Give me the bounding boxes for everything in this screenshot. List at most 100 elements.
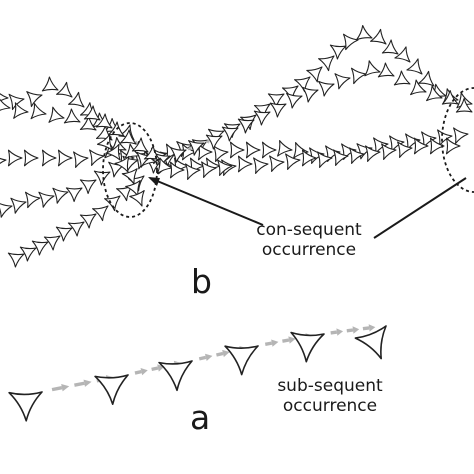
arrow-head <box>188 146 192 151</box>
three-pointed-star-icon <box>350 67 367 85</box>
three-pointed-star-icon <box>188 140 205 156</box>
arrow-head <box>222 349 230 358</box>
three-pointed-star-icon <box>79 213 97 229</box>
occurrence-ellipse-right <box>441 87 474 193</box>
three-pointed-star-icon <box>48 106 65 123</box>
three-pointed-star-icon <box>410 79 427 96</box>
three-pointed-star-icon <box>10 197 27 214</box>
three-pointed-star-icon <box>83 105 101 121</box>
three-pointed-star-icon <box>114 155 130 173</box>
three-pointed-star-icon <box>169 161 185 179</box>
subsequent-trajectory <box>8 324 387 422</box>
three-pointed-star-icon <box>253 103 271 119</box>
consequent-label-line1: con-sequent <box>256 220 362 240</box>
three-pointed-star-icon <box>217 159 233 176</box>
three-pointed-star-icon <box>38 191 55 208</box>
transition-arrow <box>330 330 338 335</box>
three-pointed-star-icon <box>377 62 395 78</box>
three-pointed-star-icon <box>306 66 323 83</box>
three-pointed-star-icon <box>365 145 381 162</box>
three-pointed-star-icon <box>302 86 319 103</box>
arrow-head <box>61 384 70 392</box>
three-pointed-star-icon <box>119 129 137 145</box>
three-pointed-star-icon <box>441 89 459 105</box>
three-pointed-star-icon <box>205 134 223 150</box>
consequent-label-line2: occurrence <box>261 240 357 260</box>
three-pointed-star-icon <box>79 179 97 195</box>
three-pointed-star-icon <box>30 102 47 120</box>
three-pointed-star-icon <box>8 93 25 111</box>
subsequent-label-line1: sub-sequent <box>277 376 383 396</box>
three-pointed-star-icon <box>68 91 85 108</box>
three-pointed-star-icon <box>318 55 335 72</box>
three-pointed-star-icon <box>94 374 129 405</box>
transition-arrow <box>264 341 273 346</box>
three-pointed-star-icon <box>116 185 133 202</box>
three-pointed-star-icon <box>65 187 83 203</box>
three-pointed-star-icon <box>23 149 39 167</box>
three-pointed-star-icon <box>277 140 293 157</box>
three-pointed-star-icon <box>158 360 193 392</box>
transition-arrow <box>74 381 85 387</box>
three-pointed-star-icon <box>290 331 325 363</box>
three-pointed-star-icon <box>105 143 121 161</box>
transition-arrow <box>216 351 224 357</box>
transition-arrow <box>187 147 191 151</box>
three-pointed-star-icon <box>381 143 397 160</box>
three-pointed-star-icon <box>355 24 373 41</box>
three-pointed-star-icon <box>406 58 423 75</box>
three-pointed-star-icon <box>52 187 69 204</box>
three-pointed-star-icon <box>269 102 287 118</box>
leader-line-left <box>149 177 264 226</box>
three-pointed-star-icon <box>24 191 41 209</box>
three-pointed-star-icon <box>370 28 387 45</box>
three-pointed-star-icon <box>185 163 201 180</box>
three-pointed-star-icon <box>354 325 387 360</box>
three-pointed-star-icon <box>286 92 303 109</box>
three-pointed-star-icon <box>156 157 173 175</box>
arrow-head <box>336 328 344 336</box>
leader-line-right <box>373 177 467 239</box>
three-pointed-star-icon <box>7 149 23 167</box>
trajectory-chain-8 <box>96 134 145 207</box>
three-pointed-star-icon <box>224 345 259 376</box>
arrow-head <box>140 367 148 376</box>
three-pointed-star-icon <box>333 149 349 166</box>
three-pointed-star-icon <box>405 133 421 150</box>
trajectory-chain-6 <box>154 60 473 169</box>
three-pointed-star-icon <box>349 147 365 164</box>
three-pointed-star-icon <box>41 76 59 92</box>
three-pointed-star-icon <box>26 91 43 108</box>
occurrence-ellipse-left <box>102 122 158 218</box>
three-pointed-star-icon <box>56 81 73 98</box>
three-pointed-star-icon <box>43 235 61 251</box>
three-pointed-star-icon <box>13 102 29 119</box>
arrow-head <box>206 139 210 144</box>
three-pointed-star-icon <box>445 137 461 155</box>
transition-arrow <box>134 369 142 375</box>
three-pointed-star-icon <box>253 157 269 174</box>
three-pointed-star-icon <box>301 149 317 167</box>
three-pointed-star-icon <box>393 70 411 86</box>
three-pointed-star-icon <box>73 151 89 168</box>
three-pointed-star-icon <box>121 168 138 185</box>
three-pointed-star-icon <box>131 137 149 153</box>
transition-arrow <box>151 366 159 372</box>
three-pointed-star-icon <box>96 134 113 151</box>
three-pointed-star-icon <box>229 141 245 159</box>
three-pointed-star-icon <box>67 221 85 237</box>
three-pointed-star-icon <box>342 33 359 51</box>
transition-arrow <box>346 328 354 333</box>
three-pointed-star-icon <box>364 60 381 77</box>
trajectory-chain-5 <box>7 175 145 268</box>
three-pointed-star-icon <box>389 135 405 152</box>
three-pointed-star-icon <box>92 205 109 222</box>
three-pointed-star-icon <box>421 131 437 148</box>
three-pointed-star-icon <box>317 151 333 168</box>
trajectory-chain-7 <box>83 105 233 180</box>
three-pointed-star-icon <box>129 190 145 207</box>
three-pointed-star-icon <box>221 126 239 142</box>
three-pointed-star-icon <box>453 127 469 144</box>
three-pointed-star-icon <box>237 118 255 134</box>
